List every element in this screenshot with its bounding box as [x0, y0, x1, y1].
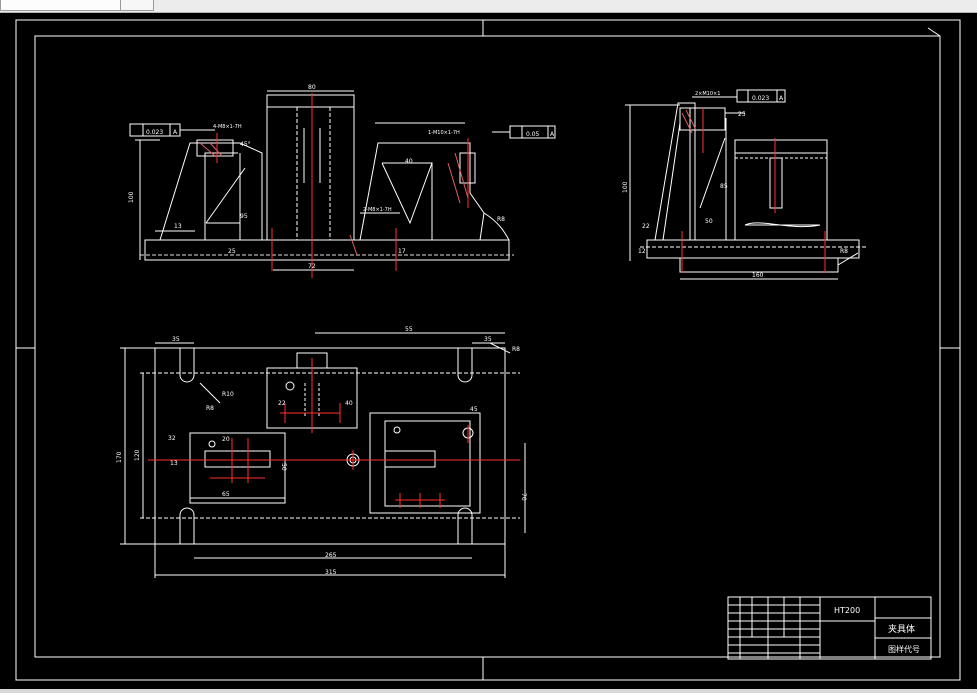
svg-text:13: 13	[174, 223, 182, 230]
svg-text:170: 170	[116, 451, 123, 463]
title-block-labels: HT200 夹具体 图样代号	[834, 606, 920, 654]
svg-text:12: 12	[638, 248, 646, 255]
svg-text:0.05: 0.05	[526, 131, 540, 138]
svg-text:R8: R8	[206, 405, 214, 412]
side-view-labels: 0.023 A 160 100 R8 2×M10×1 22 50 85 12 2…	[622, 91, 848, 279]
top-view-centerlines	[148, 358, 520, 508]
svg-text:25: 25	[228, 248, 236, 255]
svg-text:35: 35	[172, 336, 180, 343]
front-view	[129, 90, 556, 271]
svg-text:A: A	[550, 131, 555, 138]
drawing-canvas[interactable]: 0.023 A 0.05 A 80 100 72 R8 45° 4-M8×1-7…	[0, 13, 977, 689]
side-view-hatch	[681, 109, 697, 134]
svg-text:55: 55	[405, 326, 413, 333]
document-tab[interactable]	[0, 0, 122, 11]
svg-text:160: 160	[752, 272, 764, 279]
drawing-frame	[15, 19, 961, 681]
svg-text:20: 20	[222, 436, 230, 443]
svg-text:32: 32	[168, 435, 176, 442]
svg-text:120: 120	[134, 449, 141, 461]
svg-text:72: 72	[308, 263, 316, 270]
svg-text:22: 22	[642, 223, 650, 230]
svg-text:0.023: 0.023	[146, 129, 163, 136]
svg-text:45: 45	[470, 406, 478, 413]
svg-text:2-M8×1-7H: 2-M8×1-7H	[363, 207, 392, 213]
svg-text:1-M10×1-7H: 1-M10×1-7H	[428, 130, 460, 136]
svg-text:70: 70	[520, 493, 527, 501]
svg-text:80: 80	[308, 84, 316, 91]
side-view	[625, 89, 866, 280]
svg-text:85: 85	[720, 183, 728, 190]
svg-text:4-M8×1-7H: 4-M8×1-7H	[213, 124, 242, 130]
front-view-centerlines	[216, 93, 469, 278]
svg-text:100: 100	[128, 191, 135, 203]
svg-text:45°: 45°	[240, 141, 251, 148]
svg-text:315: 315	[325, 569, 337, 576]
title-block	[727, 596, 932, 660]
svg-text:35: 35	[484, 336, 492, 343]
window-top-bar	[0, 0, 977, 13]
svg-text:HT200: HT200	[834, 606, 860, 615]
svg-text:100: 100	[622, 181, 629, 193]
svg-text:25: 25	[738, 111, 746, 118]
svg-text:22: 22	[278, 400, 286, 407]
svg-text:R8: R8	[497, 216, 505, 223]
svg-text:A: A	[173, 129, 178, 136]
svg-text:265: 265	[325, 552, 337, 559]
svg-text:13: 13	[170, 460, 178, 467]
svg-text:R8: R8	[512, 346, 520, 353]
svg-text:40: 40	[345, 400, 353, 407]
svg-text:0.023: 0.023	[752, 95, 769, 102]
svg-text:95: 95	[240, 213, 248, 220]
top-view	[120, 332, 526, 578]
front-view-hatch	[199, 142, 469, 256]
svg-text:50: 50	[705, 218, 713, 225]
top-view-labels: 55 35 35 R8 170 120 32 50 65 265 315 70 …	[116, 326, 527, 576]
svg-text:图样代号: 图样代号	[888, 644, 920, 654]
front-view-labels: 0.023 A 0.05 A 80 100 72 R8 45° 4-M8×1-7…	[128, 84, 555, 270]
svg-text:65: 65	[222, 491, 230, 498]
svg-text:40: 40	[405, 158, 413, 165]
status-bar	[0, 689, 977, 693]
svg-text:17: 17	[398, 248, 406, 255]
svg-text:2×M10×1: 2×M10×1	[695, 91, 720, 97]
svg-text:R8: R8	[840, 248, 848, 255]
side-view-centerlines	[681, 108, 826, 273]
svg-text:夹具体: 夹具体	[888, 623, 915, 635]
svg-text:R10: R10	[222, 391, 234, 398]
document-tab-2[interactable]	[120, 0, 154, 11]
svg-text:50: 50	[280, 463, 287, 471]
svg-text:A: A	[779, 95, 784, 102]
